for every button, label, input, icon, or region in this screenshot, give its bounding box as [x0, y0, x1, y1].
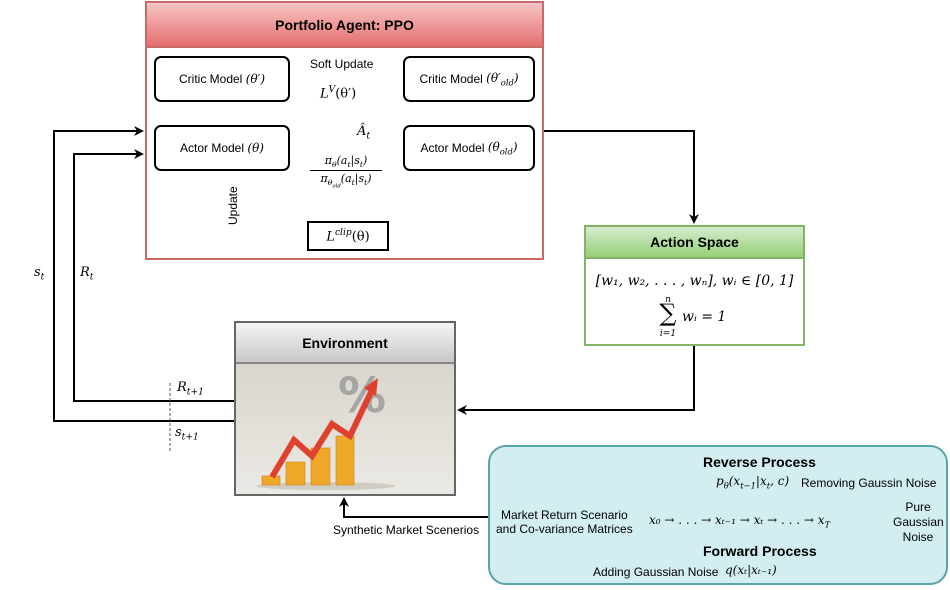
next-state-label: st+1 [175, 425, 199, 443]
reward-label: Rt [80, 265, 94, 283]
next-reward-label: Rt+1 [177, 380, 204, 398]
value-loss-label: LV(θ′) [320, 85, 357, 102]
critic-model-param: (θ′) [245, 72, 266, 86]
reverse-process-formula: pθ(xt−1|xt, c) [716, 474, 790, 491]
weights-expression: [w₁, w₂, . . . , wₙ], wᵢ ∈ [0, 1] [595, 273, 794, 289]
sum-body: wᵢ = 1 [682, 309, 727, 325]
environment-header: Environment [236, 323, 454, 364]
reverse-process-description: Removing Gaussin Noise [801, 476, 937, 490]
reward-feedback-arrow [73, 149, 234, 402]
ratio-denominator: πθold(at|st) [320, 172, 372, 190]
actor-model-label: Actor Model [180, 141, 245, 155]
probability-ratio: πθ(at|st) πθold(at|st) [310, 154, 382, 190]
trend-arrow-head [364, 378, 378, 396]
clip-loss-box[interactable]: Lclip(θ) [307, 221, 389, 251]
sum-symbol: ∑ [659, 299, 677, 327]
advantage-label: Ât [357, 124, 371, 142]
clip-loss-label: Lclip(θ) [326, 227, 370, 245]
rising-trend-arrow [269, 388, 375, 479]
market-scenario-label: Market Return Scenario and Co-variance M… [496, 508, 633, 536]
actor-old-model-box[interactable]: Actor Model (θold) [403, 125, 535, 171]
coin-stack-4 [335, 435, 355, 486]
ppo-agent-header: Portfolio Agent: PPO [147, 3, 542, 48]
soft-update-label: Soft Update [310, 57, 374, 71]
coin-stack-2 [285, 461, 306, 486]
critic-old-model-label: Critic Model [419, 72, 483, 86]
action-to-environment-arrow [457, 346, 695, 415]
environment-box[interactable]: Environment % [234, 321, 456, 496]
action-space-box[interactable]: Action Space [w₁, w₂, . . . , wₙ], wᵢ ∈ … [584, 225, 805, 346]
ppo-agent-title: Portfolio Agent: PPO [275, 16, 414, 33]
actor-old-model-param: (θold) [487, 139, 518, 157]
coin-stack-1 [261, 475, 281, 486]
sum-lower-limit: i=1 [659, 329, 677, 339]
diffusion-model-box[interactable] [488, 445, 948, 585]
agent-to-action-arrow [544, 130, 699, 224]
critic-model-label: Critic Model [178, 72, 243, 86]
forward-process-title: Forward Process [703, 543, 817, 559]
pure-noise-label: Pure Gaussian Noise [893, 500, 944, 544]
ratio-fraction-bar [310, 170, 382, 172]
action-space-header: Action Space [586, 227, 803, 259]
environment-title: Environment [302, 334, 388, 351]
reverse-process-title: Reverse Process [703, 454, 816, 470]
critic-old-model-param: (θ′old) [486, 70, 519, 88]
actor-model-param: (θ) [247, 141, 264, 155]
diffusion-chain: x₀ → . . . → xₜ₋₁ → xₜ → . . . → xT [649, 513, 831, 530]
actor-model-box[interactable]: Actor Model (θ) [154, 125, 290, 171]
actor-old-model-label: Actor Model [420, 141, 485, 155]
critic-model-box[interactable]: Critic Model (θ′) [154, 56, 290, 102]
synthetic-scenarios-label: Synthetic Market Scenerios [333, 523, 480, 537]
growth-illustration-svg: % [256, 368, 396, 490]
state-feedback-arrow [53, 126, 234, 422]
forward-process-formula: q(xₜ|xₜ₋₁) [725, 563, 777, 577]
sum-upper-limit: n [665, 295, 671, 305]
growth-chart-illustration: % [236, 364, 454, 494]
forward-process-description: Adding Gaussian Noise [593, 565, 719, 579]
ratio-numerator: πθ(at|st) [324, 154, 368, 170]
synthetic-scenarios-arrow [339, 497, 490, 518]
action-space-title: Action Space [650, 234, 739, 250]
critic-old-model-box[interactable]: Critic Model (θ′old) [403, 56, 535, 102]
state-label: st [34, 265, 45, 283]
update-label: Update [226, 186, 240, 225]
